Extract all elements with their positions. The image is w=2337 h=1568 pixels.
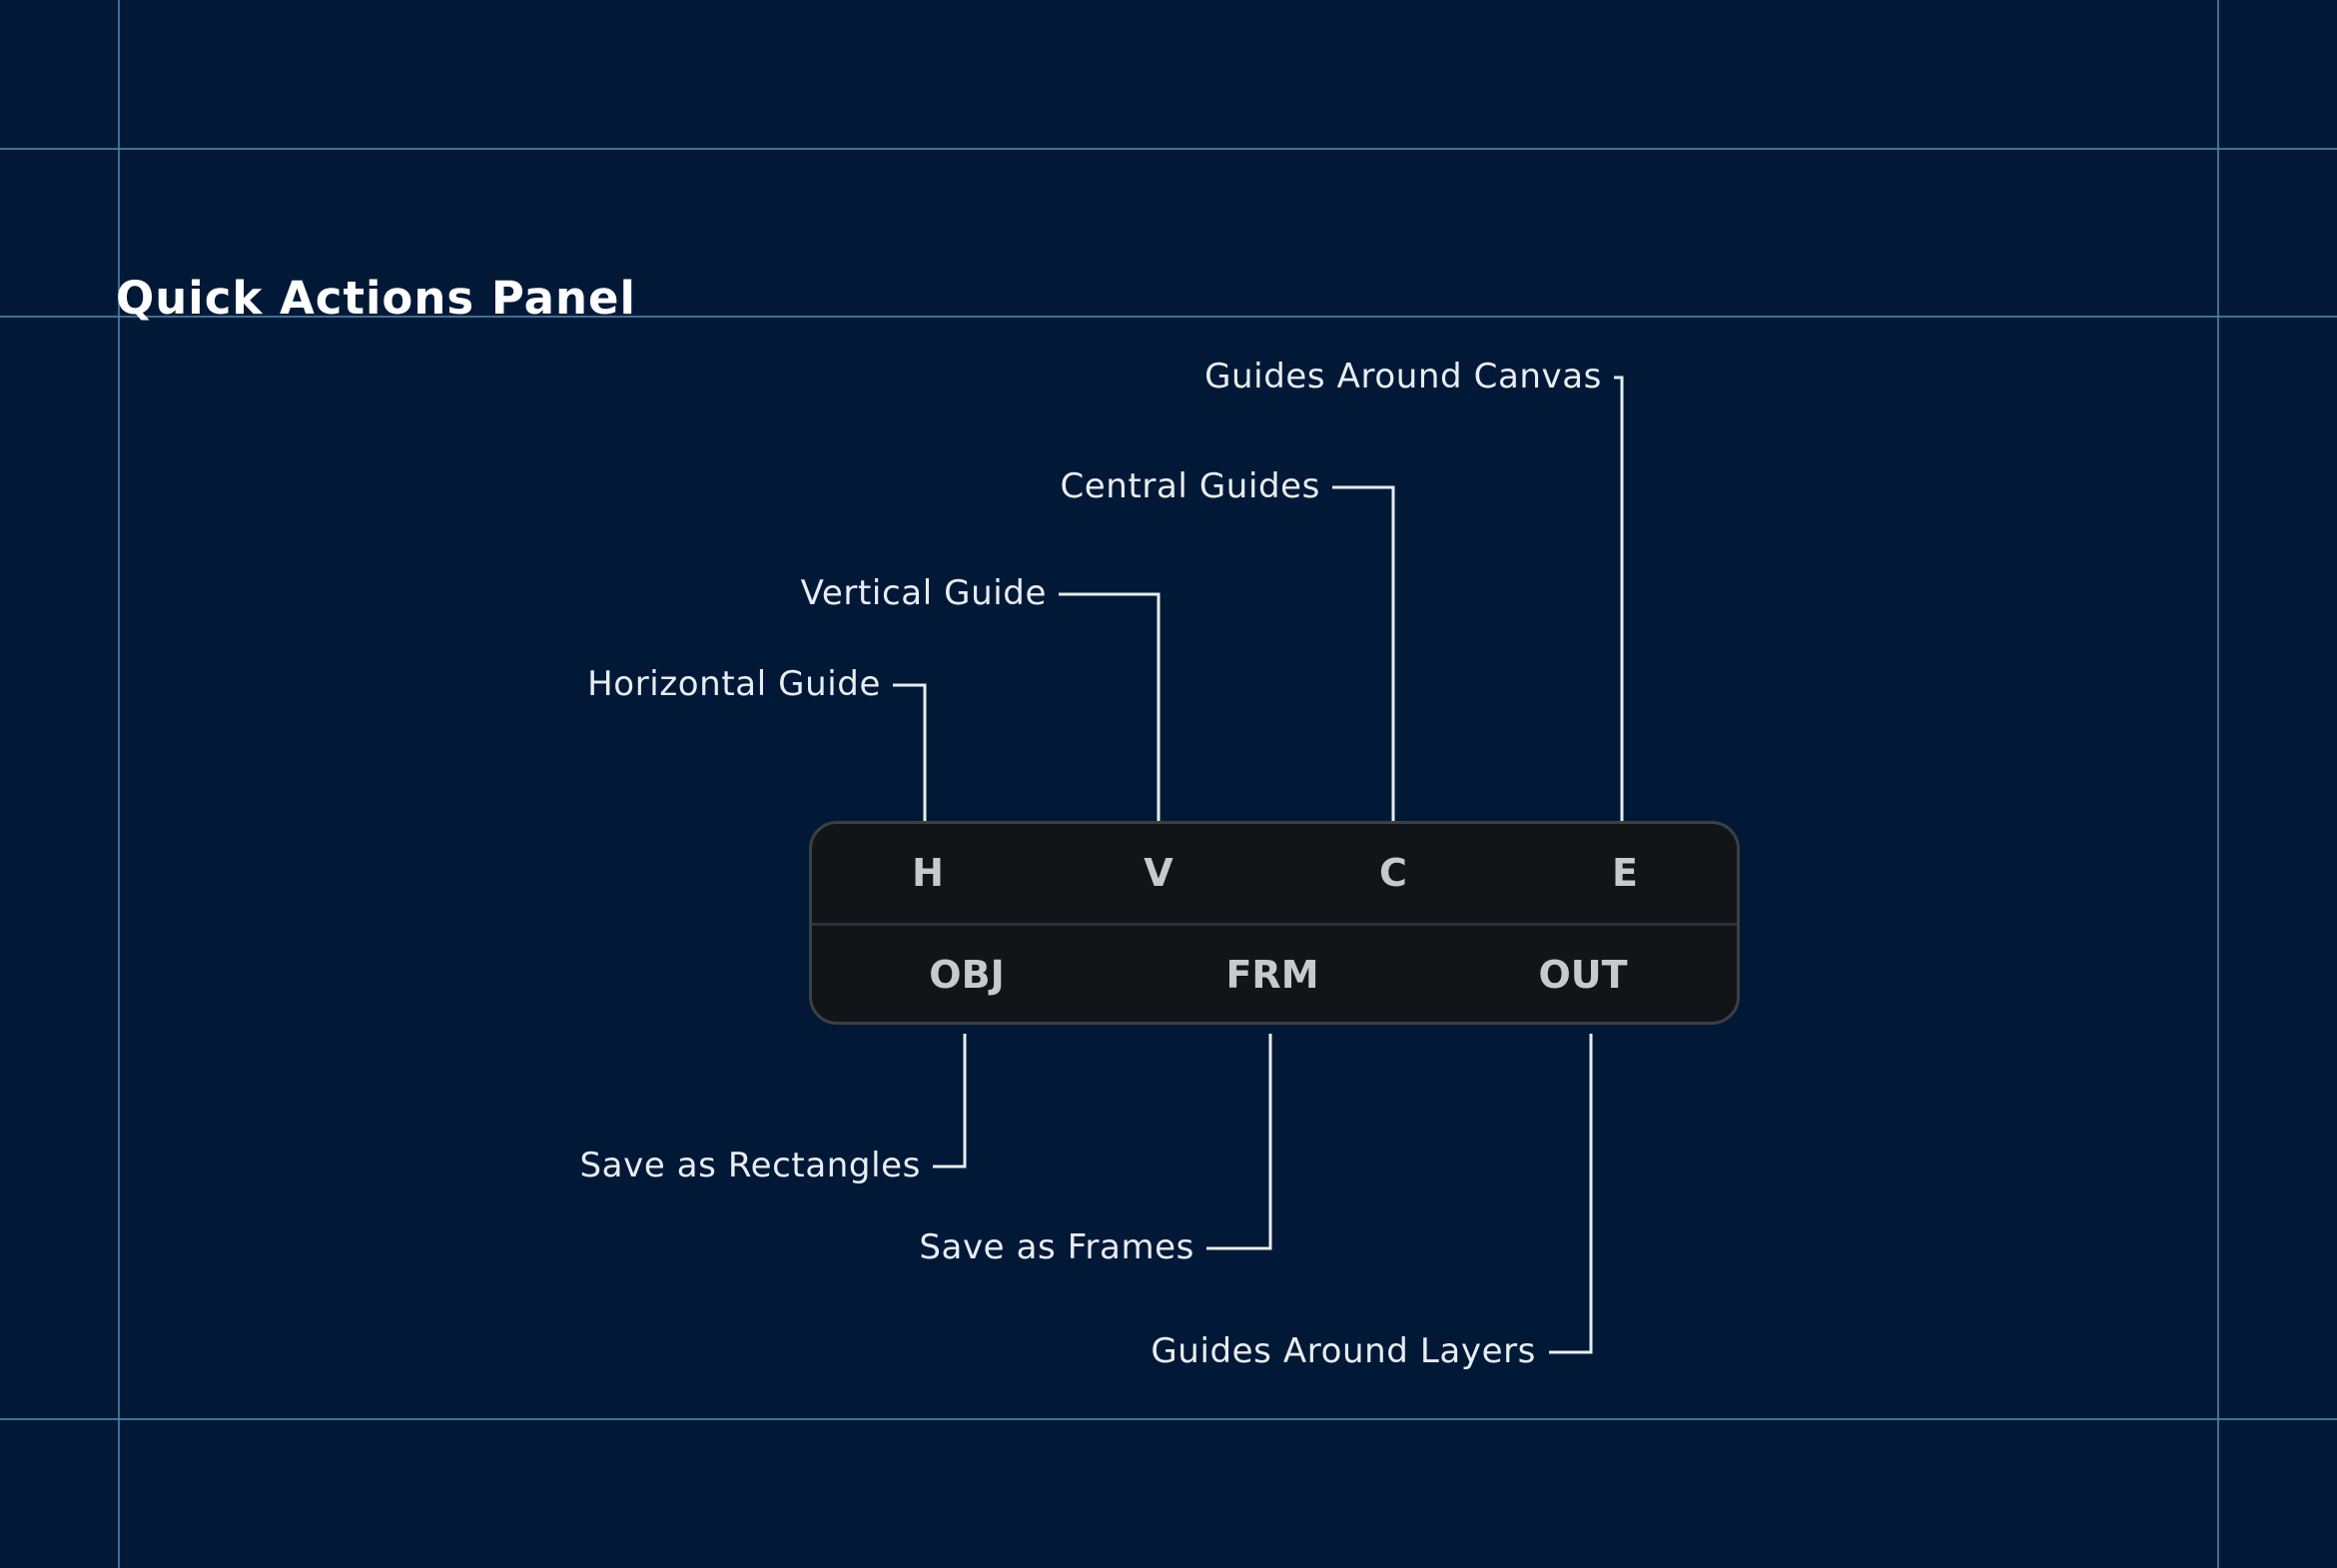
label-guides-around-canvas: Guides Around Canvas	[1204, 357, 1602, 396]
leader-save-as-rectangles	[933, 1034, 967, 1169]
quick-actions-panel: H V C E OBJ FRM OUT	[809, 821, 1740, 1025]
panel-row-guides: H V C E	[812, 824, 1737, 926]
horizontal-guide-button[interactable]: H	[912, 851, 944, 895]
guide-line-horizontal-top	[0, 148, 2337, 150]
label-central-guides: Central Guides	[1060, 466, 1320, 506]
label-save-as-rectangles: Save as Rectangles	[579, 1146, 921, 1185]
label-horizontal-guide: Horizontal Guide	[587, 664, 881, 704]
guide-line-vertical-right	[2217, 0, 2219, 1568]
leader-save-as-frames	[1206, 1034, 1272, 1250]
guide-line-horizontal-bottom	[0, 1418, 2337, 1420]
leader-central-guides	[1332, 485, 1395, 821]
save-as-frames-button[interactable]: FRM	[1225, 953, 1319, 997]
leader-horizontal-guide	[893, 683, 927, 821]
guide-line-vertical-left	[118, 0, 120, 1568]
guide-line-horizontal-title	[0, 316, 2337, 318]
guides-around-layers-button[interactable]: OUT	[1538, 953, 1628, 997]
leader-vertical-guide	[1059, 592, 1161, 821]
leader-guides-around-layers	[1549, 1034, 1593, 1354]
panel-row-save: OBJ FRM OUT	[812, 926, 1737, 1022]
leader-guides-around-canvas	[1614, 376, 1624, 821]
central-guides-button[interactable]: C	[1379, 851, 1407, 895]
label-guides-around-layers: Guides Around Layers	[1151, 1331, 1536, 1371]
save-as-rectangles-button[interactable]: OBJ	[929, 953, 1005, 997]
label-save-as-frames: Save as Frames	[919, 1227, 1194, 1267]
page-title: Quick Actions Panel	[116, 272, 636, 325]
vertical-guide-button[interactable]: V	[1144, 851, 1173, 895]
label-vertical-guide: Vertical Guide	[800, 573, 1047, 613]
guides-around-canvas-button[interactable]: E	[1612, 851, 1638, 895]
